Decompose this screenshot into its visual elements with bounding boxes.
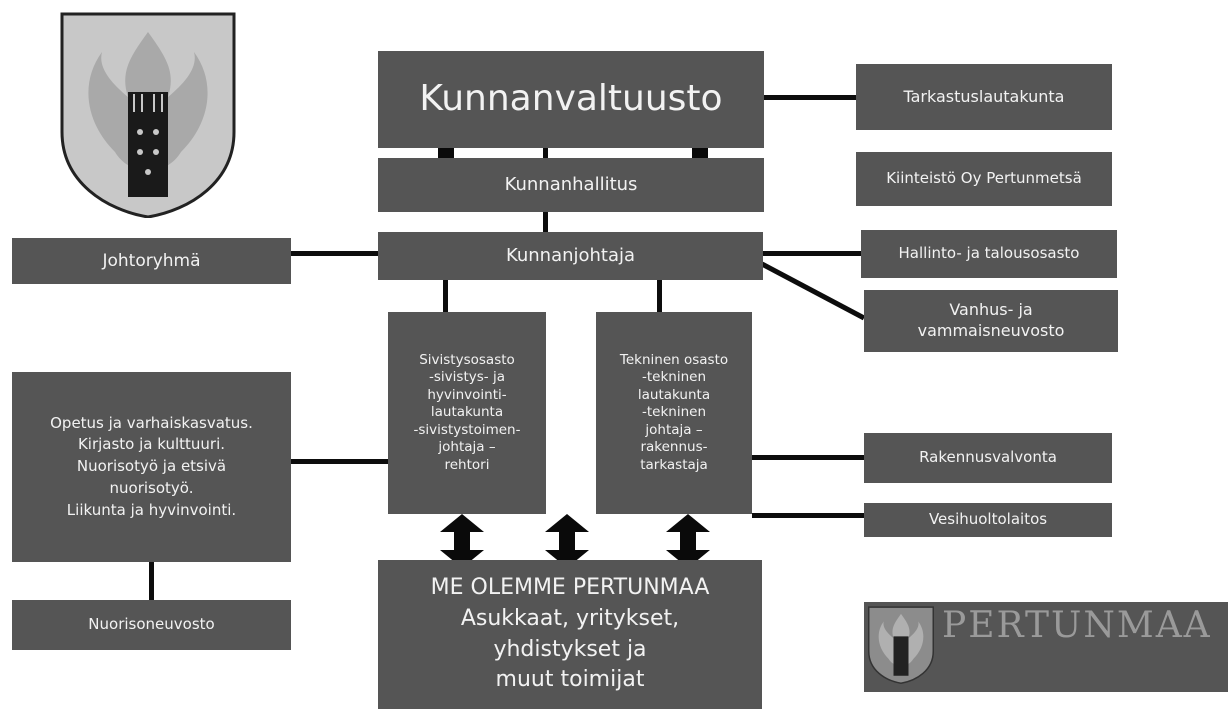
connector-council-audit <box>764 95 856 100</box>
elderly-council-box: Vanhus- ja vammaisneuvosto <box>864 290 1118 352</box>
education-dept-box: Sivistysosasto -sivistys- ja hyvinvointi… <box>388 312 546 514</box>
council-box: Kunnanvaltuusto <box>378 51 764 148</box>
connector-technical-water <box>752 513 864 518</box>
coat-of-arms-icon <box>868 606 934 684</box>
logo-text: PERTUNMAA <box>942 605 1212 646</box>
coat-of-arms-icon <box>60 12 236 218</box>
double-arrow-icon <box>545 514 589 568</box>
youth-council-box: Nuorisoneuvosto <box>12 600 291 650</box>
real-estate-box: Kiinteistö Oy Pertunmetsä <box>856 152 1112 206</box>
connector-manager-technical <box>657 280 662 312</box>
building-control-box: Rakennusvalvonta <box>864 433 1112 483</box>
connector-manager-elderly <box>760 261 866 321</box>
connector-board-manager <box>543 212 548 232</box>
connector-services-youth <box>149 562 154 600</box>
connector-manager-education <box>443 280 448 312</box>
connector-services-education <box>291 459 388 464</box>
connector-group-manager <box>291 251 379 256</box>
technical-dept-box: Tekninen osasto -tekninen lautakunta -te… <box>596 312 752 514</box>
audit-committee-box: Tarkastuslautakunta <box>856 64 1112 130</box>
board-box: Kunnanhallitus <box>378 158 764 212</box>
water-utility-box: Vesihuoltolaitos <box>864 503 1112 537</box>
connector-technical-building <box>752 455 864 460</box>
connector-council-board <box>543 148 548 158</box>
double-arrow-icon <box>666 514 710 568</box>
double-arrow-icon <box>440 514 484 568</box>
connector-manager-admin <box>763 251 861 256</box>
management-group-box: Johtoryhmä <box>12 238 291 284</box>
residents-box: ME OLEMME PERTUNMAA Asukkaat, yritykset,… <box>378 560 762 709</box>
education-services-box: Opetus ja varhaiskasvatus. Kirjasto ja k… <box>12 372 291 562</box>
manager-box: Kunnanjohtaja <box>378 232 763 280</box>
admin-finance-box: Hallinto- ja talousosasto <box>861 230 1117 278</box>
